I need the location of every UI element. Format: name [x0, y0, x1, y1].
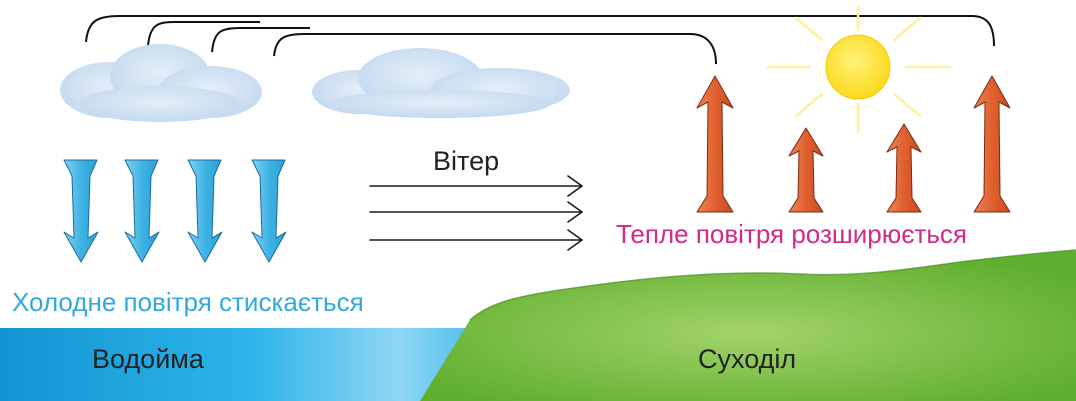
warm-air-label: Тепле повітря розширюється [616, 219, 968, 249]
arrow-down-icon [124, 159, 160, 263]
water-body-label: Водойма [92, 344, 204, 374]
arrow-up-icon [973, 75, 1011, 213]
arrow-down-icon [251, 159, 287, 263]
wind-arrow-icon [369, 201, 583, 223]
arrow-down-icon [187, 159, 223, 263]
wind-arrows [369, 175, 583, 251]
circulation-arc-2 [147, 21, 260, 47]
arrow-up-icon [788, 127, 824, 213]
wind-arrow-icon [369, 229, 583, 251]
circulation-arc-3 [211, 27, 310, 53]
circulation-arc-inner [273, 33, 717, 65]
land-edge-line [469, 249, 1076, 321]
circulation-arc-outer [85, 15, 995, 47]
cold-air-arrows [63, 159, 287, 263]
warm-air-arrows [696, 75, 1011, 213]
cloud-icon [60, 44, 262, 122]
cloud-icon [312, 48, 570, 118]
wind-arrow-icon [369, 175, 583, 197]
arrow-up-icon [696, 75, 734, 213]
land-label: Суходіл [698, 344, 797, 374]
wind-label: Вітер [433, 146, 500, 176]
arrow-up-icon [886, 123, 922, 213]
cold-air-label: Холодне повітря стискається [12, 287, 364, 317]
arrow-down-icon [63, 159, 99, 263]
land [420, 250, 1076, 401]
water-body [0, 328, 500, 401]
sun-icon [766, 4, 952, 134]
circulation-arcs [85, 15, 995, 65]
